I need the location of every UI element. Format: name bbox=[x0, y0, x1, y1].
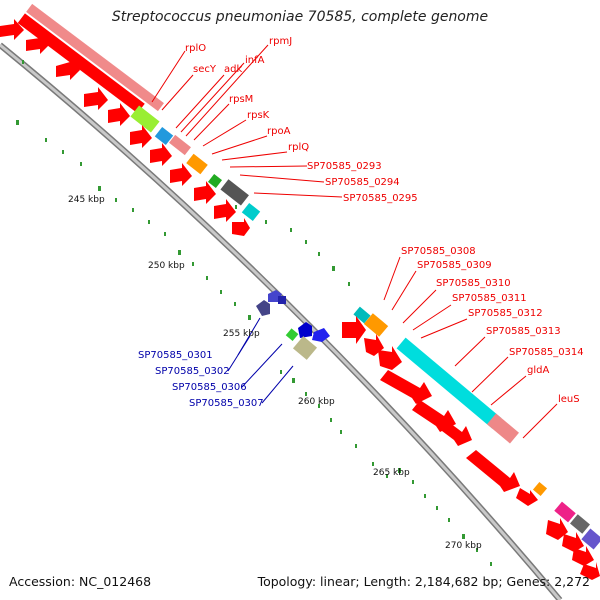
gene-label[interactable]: SP70585_0313 bbox=[486, 326, 561, 337]
gene-label[interactable]: rpmJ bbox=[269, 36, 292, 47]
forward-features-upper bbox=[0, 3, 261, 236]
gene-label[interactable]: SP70585_0310 bbox=[436, 278, 511, 289]
gene-label[interactable]: adk bbox=[224, 64, 242, 75]
gene-label[interactable]: rplO bbox=[185, 43, 206, 54]
ruler-label: 255 kbp bbox=[223, 329, 260, 339]
gene-label[interactable]: SP70585_0301 bbox=[138, 350, 213, 361]
gene-label[interactable]: SP70585_0314 bbox=[509, 347, 584, 358]
forward-features-lower bbox=[342, 306, 600, 580]
topology-text: Topology: linear; Length: 2,184,682 bp; … bbox=[258, 574, 590, 589]
ruler-label: 265 kbp bbox=[373, 468, 410, 478]
forward-gene-labels: rplO secY adk infA rpmJ rpsM rpsK rpoA r… bbox=[185, 36, 584, 405]
forward-callout-lines bbox=[151, 44, 558, 439]
genome-title: Streptococcus pneumoniae 70585, complete… bbox=[111, 9, 489, 25]
gene-label[interactable]: SP70585_0307 bbox=[189, 398, 264, 409]
backbone-track bbox=[0, 42, 563, 600]
gene-label[interactable]: rpoA bbox=[267, 126, 291, 137]
ruler-labels: 245 kbp 250 kbp 255 kbp 260 kbp 265 kbp … bbox=[68, 195, 482, 551]
gene-label[interactable]: SP70585_0306 bbox=[172, 382, 247, 393]
gene-label[interactable]: infA bbox=[245, 55, 265, 66]
gene-label[interactable]: secY bbox=[193, 64, 217, 75]
gene-label[interactable]: rpsK bbox=[247, 110, 270, 121]
topology-value: Topology: linear; Length: 2,184,682 bp; … bbox=[257, 574, 590, 589]
gene-label[interactable]: SP70585_0293 bbox=[307, 161, 382, 172]
gene-label[interactable]: SP70585_0312 bbox=[468, 308, 543, 319]
accession-text: Accession: NC_012468 bbox=[9, 574, 152, 589]
gene-label[interactable]: SP70585_0295 bbox=[343, 193, 418, 204]
gene-label[interactable]: SP70585_0308 bbox=[401, 246, 476, 257]
ruler-label: 245 kbp bbox=[68, 195, 105, 205]
ruler-label: 260 kbp bbox=[298, 397, 335, 407]
ruler-label: 270 kbp bbox=[445, 541, 482, 551]
gene-label[interactable]: SP70585_0294 bbox=[325, 177, 400, 188]
ruler-label: 250 kbp bbox=[148, 261, 185, 271]
gene-label[interactable]: gldA bbox=[527, 365, 549, 376]
gene-label[interactable]: SP70585_0311 bbox=[452, 293, 527, 304]
gene-label[interactable]: leuS bbox=[558, 394, 580, 405]
reverse-gene-labels: SP70585_0301 SP70585_0302 SP70585_0306 S… bbox=[138, 350, 264, 409]
reverse-callout-lines bbox=[227, 317, 294, 404]
gene-label[interactable]: rplQ bbox=[288, 142, 309, 153]
gene-label[interactable]: rpsM bbox=[229, 94, 253, 105]
gene-label[interactable]: SP70585_0302 bbox=[155, 366, 230, 377]
gene-label[interactable]: SP70585_0309 bbox=[417, 260, 492, 271]
reverse-features bbox=[256, 290, 330, 360]
